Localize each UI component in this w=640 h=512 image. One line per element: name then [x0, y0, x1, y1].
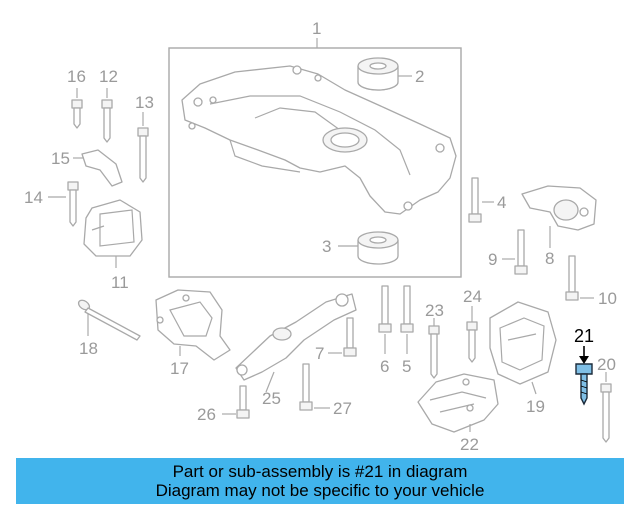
- bolt-16: [71, 99, 83, 129]
- bolt-20: [600, 383, 612, 443]
- bolt-26: [236, 385, 250, 419]
- bolt-27: [299, 363, 313, 411]
- bracket-8: [521, 185, 597, 231]
- mount-19: [489, 301, 557, 385]
- bracket-17: [155, 289, 231, 361]
- callout-4: 4: [497, 193, 506, 212]
- info-banner: Part or sub-assembly is #21 in diagram D…: [16, 458, 624, 504]
- bolt-6: [378, 285, 392, 333]
- callout-18: 18: [79, 339, 98, 358]
- bracket-15: [81, 149, 123, 187]
- banner-line-2: Diagram may not be specific to your vehi…: [155, 481, 485, 500]
- callout-10: 10: [598, 289, 617, 308]
- callout-27: 27: [333, 399, 352, 418]
- callout-15: 15: [51, 149, 70, 168]
- subframe-frame: [168, 47, 462, 278]
- callout-24: 24: [463, 287, 482, 306]
- callout-16: 16: [67, 67, 86, 86]
- subframe-part: [181, 65, 457, 215]
- parts-diagram: 1 2 3 4 5 6 7 8 9 10 11 12 13 14 15 16 1…: [24, 19, 617, 454]
- callout-6: 6: [380, 357, 389, 376]
- callout-9: 9: [488, 250, 497, 269]
- callout-23: 23: [425, 301, 444, 320]
- callout-8: 8: [545, 249, 554, 268]
- callout-2: 2: [415, 67, 424, 86]
- callout-3: 3: [322, 237, 331, 256]
- bolt-12: [101, 99, 113, 143]
- bolt-5: [400, 285, 414, 333]
- mount-11: [83, 199, 143, 257]
- banner-line-1: Part or sub-assembly is #21 in diagram: [172, 462, 468, 481]
- bolt-24: [466, 321, 478, 363]
- bolt-14: [67, 181, 79, 227]
- callout-12: 12: [99, 67, 118, 86]
- callout-26: 26: [197, 405, 216, 424]
- bushing-2: [357, 57, 399, 91]
- bolt-13: [137, 127, 149, 183]
- bolt-21-highlighted: [575, 346, 593, 406]
- callout-5: 5: [402, 357, 411, 376]
- bolt-9: [514, 229, 528, 275]
- callout-14: 14: [24, 188, 43, 207]
- bolt-10: [565, 255, 579, 301]
- callout-22: 22: [460, 435, 479, 454]
- bolt-4: [468, 177, 482, 223]
- bolt-7: [343, 317, 357, 357]
- callout-1: 1: [312, 19, 321, 38]
- bushing-3: [357, 231, 399, 265]
- callout-20: 20: [597, 355, 616, 374]
- bolt-18: [77, 299, 141, 341]
- callout-11: 11: [111, 273, 129, 292]
- bracket-22: [417, 373, 499, 433]
- bolt-23: [428, 325, 440, 379]
- torque-rod-25: [235, 293, 357, 381]
- callout-21: 21: [574, 326, 594, 346]
- callout-7: 7: [315, 344, 324, 363]
- callout-25: 25: [262, 389, 281, 408]
- callout-19: 19: [526, 397, 545, 416]
- callout-13: 13: [135, 93, 154, 112]
- callout-17: 17: [170, 359, 189, 378]
